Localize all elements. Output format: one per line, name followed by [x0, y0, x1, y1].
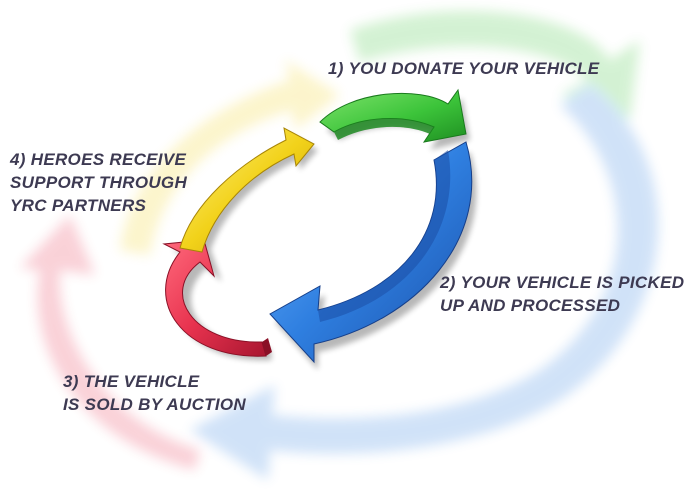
step-4-text-line-1: HEROES RECEIVE: [31, 150, 186, 169]
step-4-number: 4): [10, 150, 26, 169]
arrow-step-1: [320, 90, 466, 142]
step-1-number: 1): [328, 59, 344, 78]
step-4-label: 4) HEROES RECEIVE SUPPORT THROUGH YRC PA…: [10, 148, 187, 217]
step-3-text-line-2: IS SOLD BY AUCTION: [63, 393, 246, 416]
step-3-text-line-1: THE VEHICLE: [84, 372, 200, 391]
step-2-line-1: 2) YOUR VEHICLE IS PICKED: [440, 271, 684, 294]
step-2-text-line-2: UP AND PROCESSED: [440, 294, 684, 317]
arrow-step-3: [164, 240, 272, 356]
step-3-line-1: 3) THE VEHICLE: [63, 370, 246, 393]
step-1-line-1: 1) YOU DONATE YOUR VEHICLE: [328, 57, 599, 80]
step-2-number: 2): [440, 273, 456, 292]
step-2-label: 2) YOUR VEHICLE IS PICKED UP AND PROCESS…: [440, 271, 684, 317]
step-4-line-1: 4) HEROES RECEIVE: [10, 148, 187, 171]
step-3-number: 3): [63, 372, 79, 391]
step-3-label: 3) THE VEHICLE IS SOLD BY AUCTION: [63, 370, 246, 416]
step-4-text-line-3: YRC PARTNERS: [10, 194, 187, 217]
step-2-text-line-1: YOUR VEHICLE IS PICKED: [460, 273, 684, 292]
step-1-text: YOU DONATE YOUR VEHICLE: [348, 59, 599, 78]
step-4-text-line-2: SUPPORT THROUGH: [10, 171, 187, 194]
step-1-label: 1) YOU DONATE YOUR VEHICLE: [328, 57, 599, 80]
